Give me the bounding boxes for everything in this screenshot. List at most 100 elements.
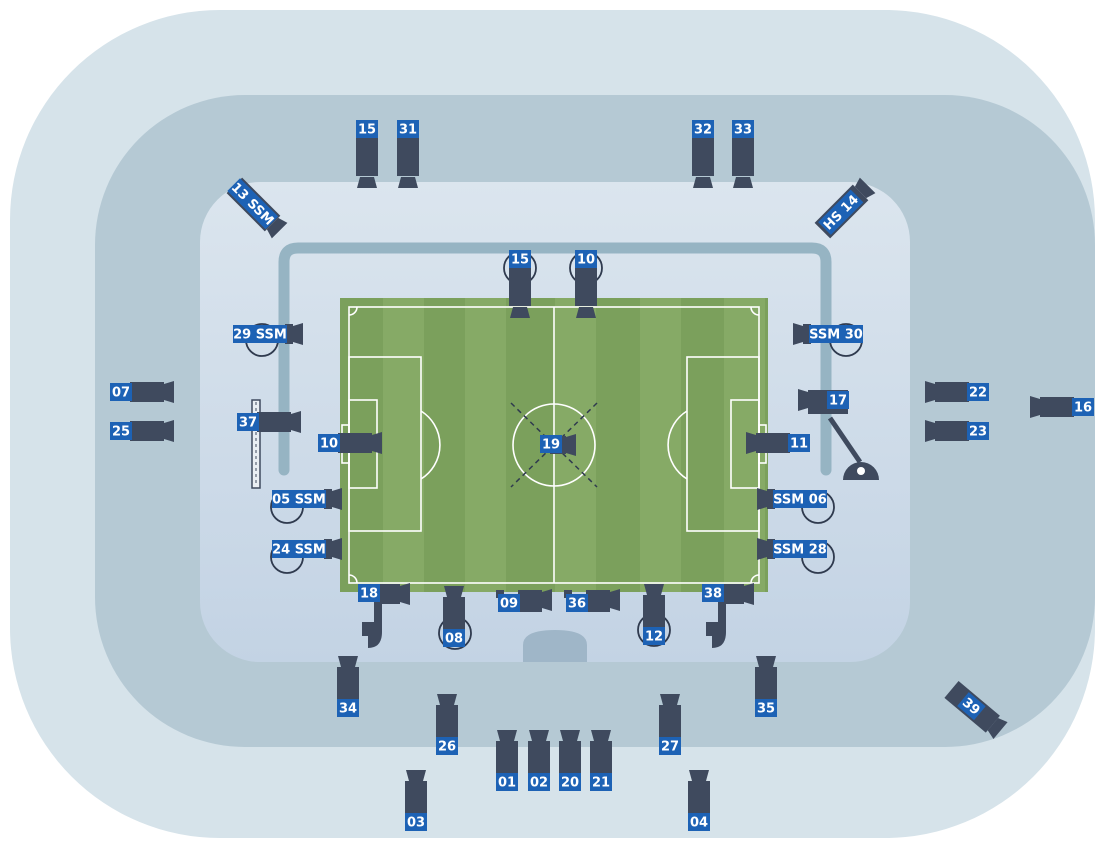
camera-stand-tower-bottom-35[interactable]: 35	[755, 656, 777, 717]
camera-label-box	[272, 490, 326, 508]
camera-label-box	[110, 422, 132, 440]
camera-label: 36	[568, 597, 586, 612]
camera-label: 23	[969, 425, 987, 440]
camera-pitchside-rig-ssm-30[interactable]: SSM 30	[793, 323, 863, 345]
camera-handheld-09[interactable]: 09	[496, 589, 552, 612]
camera-pitchside-rig-08[interactable]: 08	[443, 586, 465, 647]
camera-label: 18	[360, 587, 378, 602]
camera-label-box	[590, 773, 612, 791]
camera-label-box	[110, 383, 132, 401]
camera-icon	[257, 411, 301, 433]
camera-side-stand-16[interactable]: 16	[1030, 396, 1094, 418]
camera-icon	[130, 381, 174, 403]
camera-label: 11	[790, 437, 808, 452]
camera-diagonal-corner-39[interactable]: 39	[944, 681, 1008, 739]
crane-arm	[827, 416, 879, 480]
camera-label: 29 SSM	[233, 328, 287, 343]
camera-icon	[757, 538, 775, 560]
camera-side-stand-23[interactable]: 23	[925, 420, 989, 442]
camera-stand-tower-bottom-04[interactable]: 04	[688, 770, 710, 831]
camera-icon	[732, 132, 754, 188]
camera-label: 27	[661, 740, 679, 755]
camera-spidercam-19[interactable]: 19	[540, 434, 576, 456]
camera-label: 20	[561, 776, 579, 791]
camera-label: 16	[1074, 401, 1092, 416]
camera-label: 15	[358, 123, 376, 138]
camera-icon	[793, 323, 811, 345]
camera-label-box	[436, 737, 458, 755]
camera-icon	[692, 132, 714, 188]
camera-label-box	[732, 120, 754, 138]
camera-pitchside-rig-ssm-06[interactable]: SSM 06	[757, 488, 827, 510]
camera-label: 37	[239, 416, 257, 431]
camera-label-box	[233, 325, 287, 343]
camera-crane-17[interactable]: 17	[798, 389, 849, 414]
camera-pitchside-rig-24-ssm[interactable]: 24 SSM	[272, 538, 342, 560]
camera-label: 25	[112, 425, 130, 440]
camera-label: 02	[530, 776, 548, 791]
camera-label: SSM 28	[773, 543, 827, 558]
camera-label-box	[575, 250, 597, 268]
camera-label-box	[755, 699, 777, 717]
camera-label: 10	[577, 253, 595, 268]
camera-stand-tower-top-32[interactable]: 32	[692, 120, 714, 188]
camera-icon	[324, 538, 342, 560]
camera-label: 35	[757, 702, 775, 717]
camera-label-box	[1072, 398, 1094, 416]
camera-label: 34	[339, 702, 357, 717]
camera-side-stand-22[interactable]: 22	[925, 381, 989, 403]
camera-pitchside-rig-10[interactable]: 10	[575, 250, 597, 318]
camera-label-box	[272, 540, 326, 558]
camera-label-box	[566, 594, 588, 612]
camera-icon	[1030, 396, 1074, 418]
camera-stand-tower-bottom-20[interactable]: 20	[559, 730, 581, 791]
camera-icon	[285, 323, 303, 345]
camera-rail-cam-37[interactable]: 37	[237, 411, 301, 433]
camera-stand-tower-bottom-26[interactable]: 26	[436, 694, 458, 755]
camera-label-box	[337, 699, 359, 717]
camera-label-box	[659, 737, 681, 755]
camera-pitchside-rig-12[interactable]: 12	[643, 584, 665, 645]
camera-label: 15	[511, 253, 529, 268]
camera-label-box	[773, 490, 827, 508]
camera-icon	[324, 488, 342, 510]
camera-label: 07	[112, 386, 130, 401]
camera-stand-tower-top-31[interactable]: 31	[397, 120, 419, 188]
camera-label: 32	[694, 123, 712, 138]
camera-pitchside-rig-15[interactable]: 15	[509, 250, 531, 318]
camera-stand-tower-bottom-34[interactable]: 34	[337, 656, 359, 717]
camera-stand-tower-bottom-01[interactable]: 01	[496, 730, 518, 791]
camera-pitchside-rig-29-ssm[interactable]: 29 SSM	[233, 323, 303, 345]
camera-goal-cam-11[interactable]: 11	[746, 432, 810, 454]
camera-goal-cam-10[interactable]: 10	[318, 432, 382, 454]
camera-label-box	[237, 413, 259, 431]
camera-stand-tower-bottom-03[interactable]: 03	[405, 770, 427, 831]
camera-pitchside-rig-05-ssm[interactable]: 05 SSM	[272, 488, 342, 510]
camera-label-box	[397, 120, 419, 138]
camera-icon	[338, 432, 382, 454]
camera-pitchside-rig-ssm-28[interactable]: SSM 28	[757, 538, 827, 560]
camera-handheld-36[interactable]: 36	[564, 589, 620, 612]
camera-steadicam-18[interactable]: 18	[358, 583, 410, 648]
camera-icon	[397, 132, 419, 188]
camera-label-box	[702, 584, 724, 602]
camera-stand-tower-top-33[interactable]: 33	[732, 120, 754, 188]
camera-stand-tower-bottom-27[interactable]: 27	[659, 694, 681, 755]
camera-label-box	[540, 435, 562, 453]
camera-side-stand-07[interactable]: 07	[110, 381, 174, 403]
camera-label: 01	[498, 776, 516, 791]
camera-stand-tower-bottom-02[interactable]: 02	[528, 730, 550, 791]
camera-side-stand-25[interactable]: 25	[110, 420, 174, 442]
camera-stand-tower-bottom-21[interactable]: 21	[590, 730, 612, 791]
camera-label-box	[957, 692, 986, 721]
camera-stand-tower-top-15[interactable]: 15	[356, 120, 378, 188]
camera-label-box	[528, 773, 550, 791]
camera-icon	[925, 420, 969, 442]
running-track	[278, 242, 832, 476]
camera-label: 04	[690, 816, 708, 831]
camera-icon	[509, 262, 531, 318]
steadicam-icon	[362, 583, 410, 648]
camera-steadicam-38[interactable]: 38	[702, 583, 754, 648]
